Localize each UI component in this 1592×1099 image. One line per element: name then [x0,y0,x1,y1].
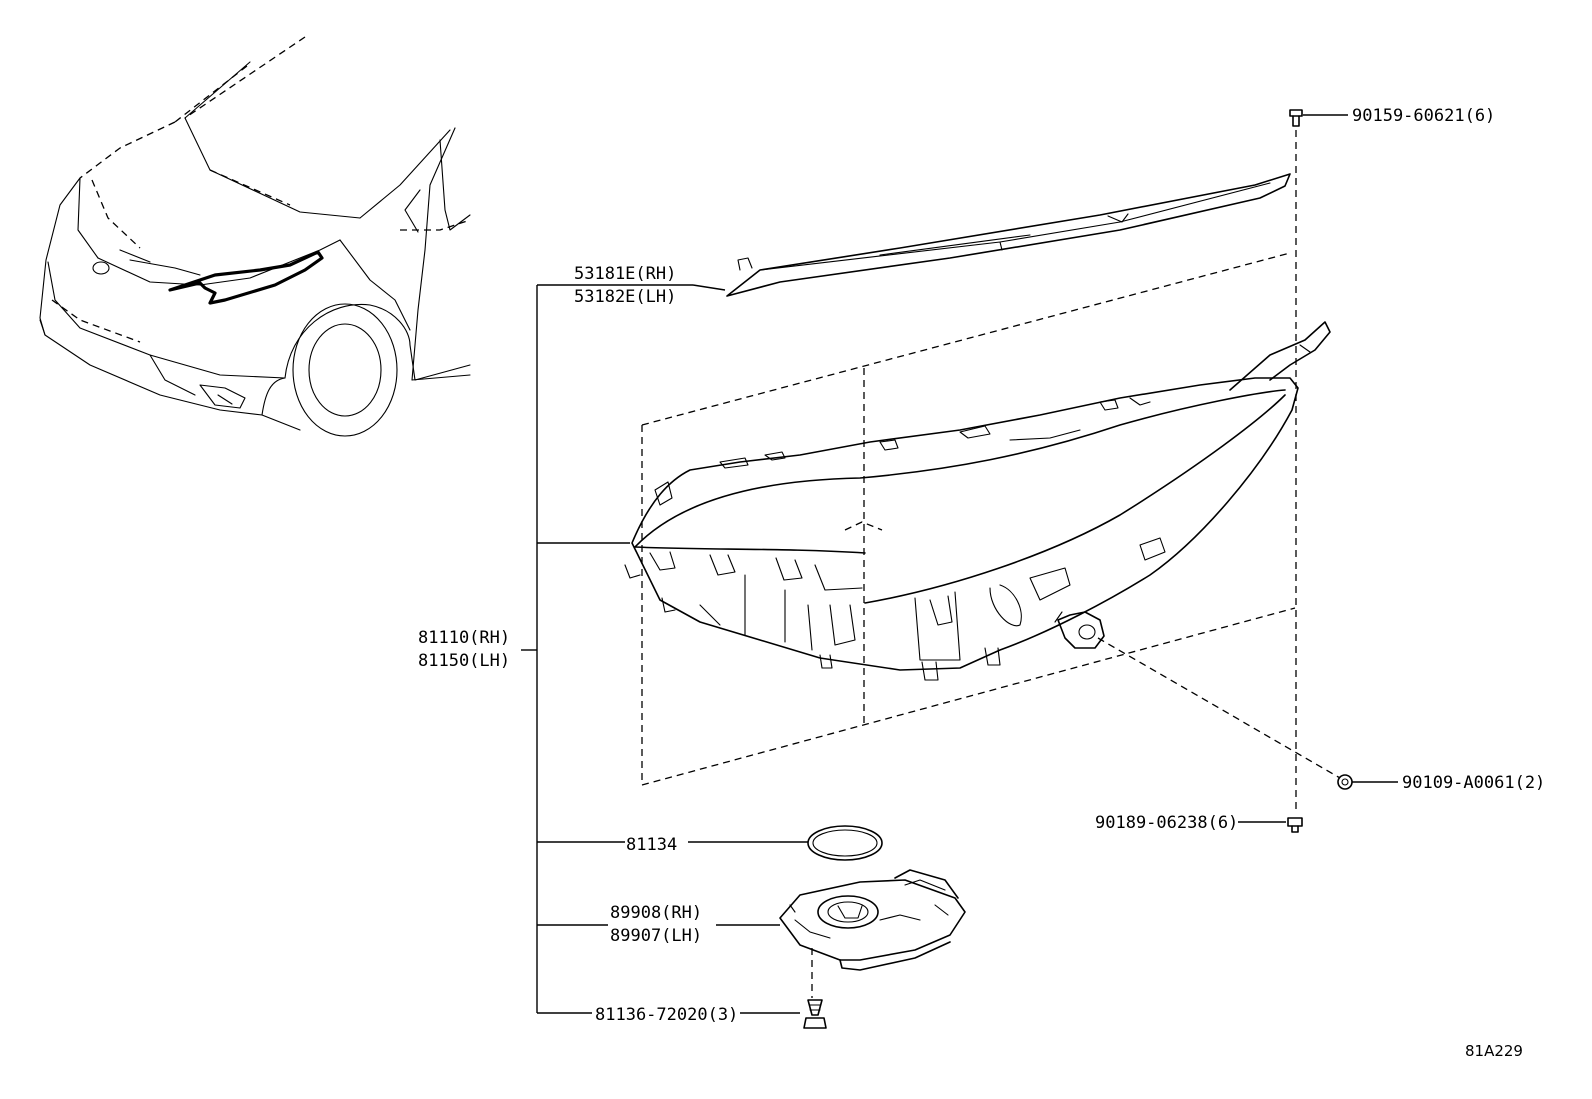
label-computer-lh: 89907(LH) [610,926,702,946]
headlamp-computer [779,869,966,971]
assembly-dashed-lines [641,130,1341,998]
vehicle-locator-drawing [39,36,471,437]
label-moulding-rh: 53181E(RH) [574,264,676,284]
nut-90109 [1337,774,1353,790]
label-o-ring: 81134 [626,835,677,855]
label-moulding-lh: 53182E(LH) [574,287,676,307]
o-ring-81134 [807,825,883,861]
fasteners [803,109,1353,1029]
diagram-code: 81A229 [1465,1042,1523,1060]
label-headlamp-lh: 81150(LH) [418,651,510,671]
label-headlamp-rh: 81110(RH) [418,628,510,648]
bolt-90159 [1289,109,1303,127]
label-computer-rh: 89908(RH) [610,903,702,923]
headlamp-assembly [624,321,1331,681]
bolt-90189 [1287,817,1303,833]
label-nut-side: 90109-A0061(2) [1402,773,1545,793]
label-bolt-top: 90159-60621(6) [1352,106,1495,126]
callout-leader-lines [521,114,1398,1014]
headlamp-upper-moulding [726,173,1291,297]
screw-81136 [803,999,827,1029]
label-screw-computer: 81136-72020(3) [595,1005,738,1025]
label-bolt-bottom: 90189-06238(6) [1095,813,1238,833]
callout-labels: 53181E(RH) 53182E(LH) 81110(RH) 81150(LH… [418,106,1545,1060]
